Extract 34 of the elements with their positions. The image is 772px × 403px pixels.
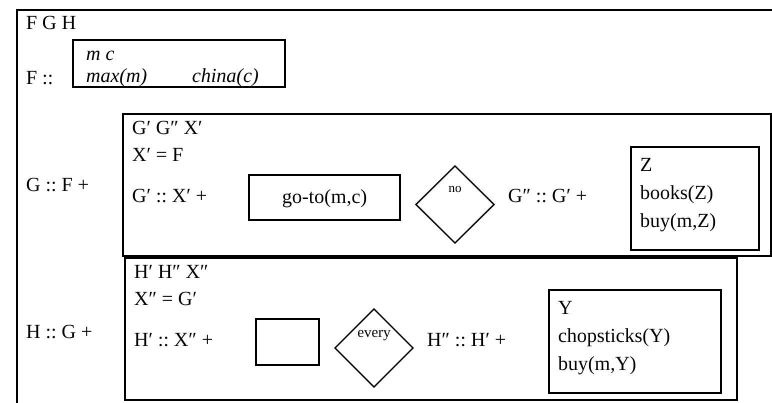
formula-text: G′ G″ X′: [132, 117, 202, 139]
formula-text: Y: [558, 297, 572, 319]
formula-text: every: [357, 326, 391, 341]
formula-text: china(c): [192, 65, 259, 87]
formula-text: Z: [640, 154, 652, 176]
condition-box: [248, 174, 401, 221]
formula-text: H′ H″ X″: [134, 261, 208, 283]
formula-text: F G H: [26, 12, 76, 34]
condition-box: [124, 257, 738, 401]
formula-text: H′ :: X″ +: [134, 329, 213, 351]
decision-diamond: [334, 308, 414, 388]
condition-box: [72, 39, 286, 88]
condition-box: [548, 289, 722, 394]
formula-text: books(Z): [640, 182, 714, 204]
empty-box: [255, 318, 320, 366]
formula-text: no: [448, 181, 462, 194]
formula-text: go-to(m,c): [282, 186, 367, 208]
formula-text: H :: G +: [26, 321, 92, 343]
outer-box: [16, 9, 772, 403]
condition-box: [630, 146, 760, 251]
formula-text: G :: F +: [26, 174, 89, 196]
decision-diamond: [415, 165, 495, 244]
formula-text: buy(m,Y): [558, 353, 636, 375]
formula-text: F ::: [26, 67, 54, 89]
formula-text: G′ :: X′ +: [132, 185, 208, 207]
formula-text: X″ = G′: [134, 288, 197, 310]
formula-text: chopsticks(Y): [558, 325, 670, 347]
formula-text: max(m): [86, 65, 148, 87]
condition-box: [122, 113, 772, 257]
formula-text: m c: [86, 43, 114, 65]
formula-text: X′ = F: [132, 144, 184, 166]
formula-text: H″ :: H′ +: [427, 329, 506, 351]
formula-text: buy(m,Z): [640, 210, 716, 232]
formula-text: G″ :: G′ +: [508, 185, 587, 207]
